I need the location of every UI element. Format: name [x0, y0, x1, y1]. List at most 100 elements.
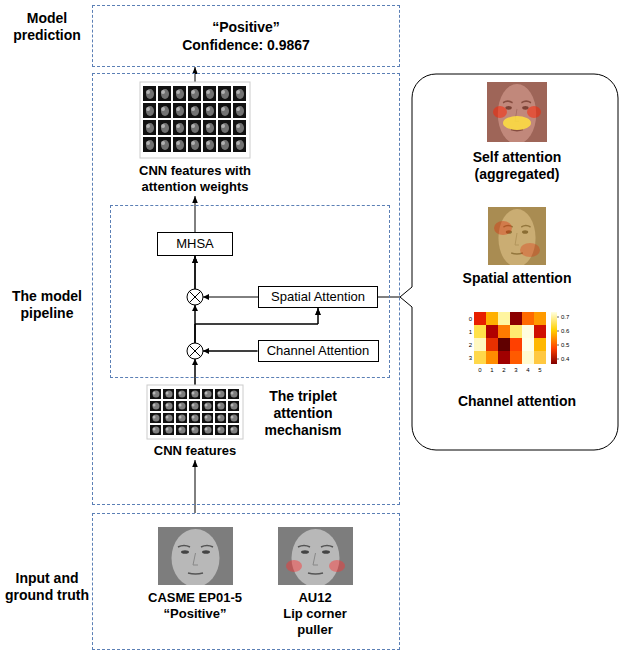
tick-label: 0	[474, 366, 486, 374]
face-image	[487, 82, 547, 144]
feature-map-node: CNN features	[145, 385, 245, 460]
heatmap-cell	[474, 338, 486, 351]
image-caption: Lip corner puller	[266, 606, 364, 638]
image-caption: CASME EP01-5	[146, 590, 244, 606]
feature-map-grid	[143, 86, 246, 152]
band-heading: Input and ground truth	[4, 570, 90, 604]
tick-label: 1	[463, 328, 472, 336]
tick-label: 2	[463, 341, 472, 349]
heatmap-cell	[474, 325, 486, 338]
face-image	[488, 207, 546, 267]
heatmap-cell	[486, 351, 498, 364]
process-box: Spatial Attention	[258, 286, 378, 308]
heatmap-cell	[534, 338, 546, 351]
heatmap-cell	[534, 312, 546, 325]
feature-map-frame	[140, 82, 250, 158]
face-node: CASME EP01-5“Positive”	[145, 525, 245, 623]
heatmap-cell	[510, 312, 522, 325]
au-marker	[329, 560, 345, 572]
image-caption: Self attention (aggregated)	[453, 149, 581, 183]
heat-overlay	[488, 207, 546, 265]
tick-label: 0.7	[561, 313, 575, 321]
attention-group: The triplet attention mechanismMHSASpati…	[110, 205, 390, 378]
process-box: MHSA	[157, 232, 233, 256]
image-caption: CNN features	[146, 443, 244, 459]
heat-overlay	[493, 106, 507, 118]
feature-map-node: CNN features with attention weights	[125, 82, 265, 196]
image-caption: CNN features with attention weights	[126, 163, 264, 195]
band-heading: The model pipeline	[4, 288, 90, 322]
heatmap-cell	[534, 351, 546, 364]
tick-label: 0.4	[561, 355, 575, 363]
input-band: Input and ground truthCASME EP01-5“Posit…	[92, 513, 400, 650]
tick-label: 4	[522, 366, 534, 374]
flow-arrow	[195, 67, 196, 82]
heatmap-cell	[522, 325, 534, 338]
callout-leader	[378, 297, 400, 298]
face-image	[158, 527, 233, 587]
heat-overlay	[520, 243, 540, 257]
tick-label: 5	[534, 366, 546, 374]
heatmap-cell	[510, 351, 522, 364]
heatmap-cell	[510, 338, 522, 351]
attention-map-node: Self attention (aggregated)	[452, 80, 582, 184]
box-label: Spatial Attention	[271, 289, 365, 305]
heat-overlay	[527, 106, 541, 118]
heatmap-cell	[522, 351, 534, 364]
tick-label: 3	[463, 354, 472, 362]
heatmap-cell	[534, 325, 546, 338]
attention-map-node: Spatial attention	[452, 205, 582, 288]
pipeline-band: The model pipelineCNN features with atte…	[92, 73, 400, 505]
heatmap-cell	[498, 338, 510, 351]
tick-label: 3	[510, 366, 522, 374]
face-image	[278, 527, 353, 587]
band-heading: The triplet attention mechanism	[258, 388, 348, 439]
image-caption: AU12	[266, 590, 364, 606]
band-heading: Model prediction	[4, 10, 90, 44]
prediction-band: Model prediction“Positive”Confidence: 0.…	[92, 5, 400, 67]
tick-label: 0	[463, 315, 472, 323]
image-caption: “Positive”	[146, 606, 244, 622]
face-node: AU12Lip corner puller	[265, 525, 365, 639]
heatmap-cell	[498, 325, 510, 338]
heatmap-cell	[474, 312, 486, 325]
flow-arrow	[195, 460, 196, 513]
heatmap-cell	[522, 312, 534, 325]
arrowhead	[203, 294, 209, 300]
prediction-text: “Positive”	[212, 18, 280, 36]
colorbar-ticks	[557, 317, 559, 359]
heatmap-cell	[522, 338, 534, 351]
heatmap-cell	[498, 351, 510, 364]
flow-arrow	[195, 196, 196, 232]
arrowhead	[192, 305, 198, 311]
process-box: Channel Attention	[258, 340, 379, 362]
image-caption: Channel attention	[453, 393, 581, 410]
tick-label: 0.5	[561, 341, 575, 349]
multiply-symbol	[187, 343, 203, 359]
channel-heatmap	[474, 312, 546, 364]
heat-overlay	[494, 221, 512, 235]
flow-arrow	[195, 256, 258, 351]
prediction-text: Confidence: 0.9867	[182, 36, 310, 54]
heatmap-cell	[510, 325, 522, 338]
arrowhead	[203, 348, 209, 354]
heatmap-cell	[498, 312, 510, 325]
flow-arrow	[195, 256, 258, 297]
feature-map-grid	[150, 389, 239, 435]
feature-map-frame	[147, 385, 243, 439]
arrowhead	[192, 359, 198, 365]
box-label: MHSA	[176, 236, 214, 252]
heatmap-cell	[486, 338, 498, 351]
heat-overlay	[503, 116, 531, 130]
box-label: Channel Attention	[267, 343, 370, 359]
image-caption: Spatial attention	[453, 270, 581, 287]
heatmap-cell	[486, 312, 498, 325]
callout-bubble	[400, 74, 618, 450]
colorbar	[551, 312, 557, 364]
au-marker	[286, 560, 302, 572]
tick-label: 0.6	[561, 327, 575, 335]
tick-label: 2	[498, 366, 510, 374]
heatmap-cell	[486, 325, 498, 338]
